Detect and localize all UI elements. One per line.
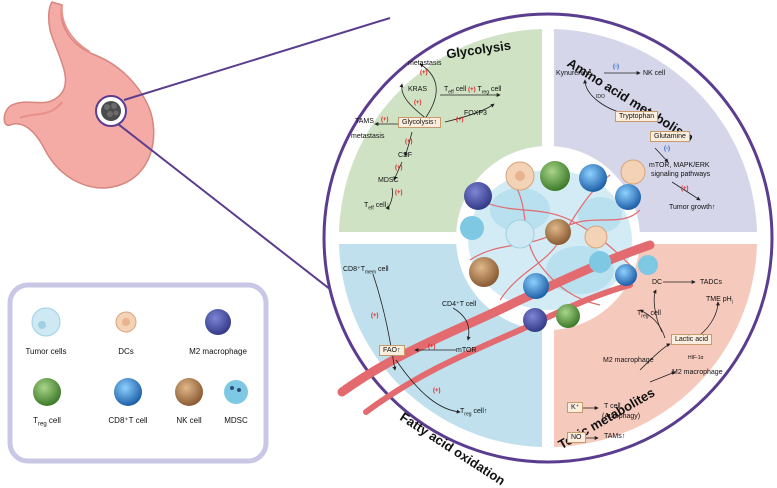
- figure-canvas: [3, 1, 774, 464]
- plus-sign: (+): [405, 139, 413, 145]
- signaling-label: signaling pathways: [651, 171, 711, 178]
- m2-macrophage-label-1: M2 macrophage: [603, 357, 654, 364]
- legend-label-mdsc: MDSC: [224, 416, 248, 425]
- plus-sign: (+): [395, 165, 403, 171]
- tumor-cell: [505, 219, 535, 249]
- glycolysis-box: Glycolysis↑: [398, 117, 442, 128]
- m2-macrophage-label-2: M2 macrophage: [672, 369, 723, 376]
- amino-quadrant: [554, 29, 757, 232]
- toxic-quadrant: [554, 244, 757, 447]
- mtor-label: mTOR: [456, 347, 477, 354]
- stomach-illustration: [3, 1, 155, 189]
- tryptophan-box: Tryptophan: [615, 111, 659, 122]
- csf-label: CSF: [398, 152, 412, 159]
- cd8-t-cell: [523, 273, 549, 299]
- mdsc-label: MDSC: [378, 177, 399, 184]
- nk-cell-label: NK cell: [643, 70, 666, 77]
- dc-cell: [584, 225, 608, 249]
- treg-cell: [540, 161, 570, 191]
- legend-box: [7, 282, 269, 464]
- legend-label-dcs: DCs: [118, 347, 134, 356]
- treg-cell: [556, 304, 580, 328]
- dc-label: DC: [652, 279, 663, 286]
- fatty-arrows: [372, 273, 471, 414]
- teff-bottom-label: Teff cell↓: [364, 202, 390, 212]
- glycolysis-arrows: [374, 63, 501, 210]
- zoom-line-top: [123, 17, 391, 101]
- legend-label-tumor-cells: Tumor cells: [25, 347, 67, 356]
- tumor-growth-label: Tumor growth↑: [669, 204, 716, 211]
- plus-sign: (+): [456, 117, 464, 123]
- teff-treg-label: Teff cell (+) Treg cell: [444, 86, 502, 96]
- kynurenine-label: Kynurenine: [556, 70, 592, 77]
- mdsc-cell: [460, 216, 484, 240]
- k-ion-box: K⁺: [567, 402, 584, 413]
- nk-cell: [469, 257, 499, 287]
- treg-label: Treg cell↑: [460, 408, 488, 418]
- legend-label-nk-cell: NK cell: [176, 416, 202, 425]
- plus-sign: (+): [681, 186, 689, 192]
- fatty-quadrant: [339, 244, 542, 447]
- minus-sign: (-): [664, 146, 670, 152]
- tumor-microenvironment: [337, 146, 658, 415]
- mdsc-cell: [589, 251, 611, 273]
- cd8-t-cell: [579, 164, 607, 192]
- lactic-acid-box: Lactic acid: [671, 334, 713, 345]
- glycolysis-metastasis-top: metastasis: [408, 60, 442, 67]
- plus-sign: (+): [428, 344, 436, 350]
- glutamine-box: Glutamine: [650, 131, 690, 142]
- legend-label-cd8-t-cell: CD8⁺T cell: [108, 416, 148, 425]
- ido-label: IDO: [596, 94, 605, 100]
- mdsc-cell: [638, 255, 658, 275]
- plus-sign: (+): [371, 313, 379, 319]
- tumor-site-icon: [95, 95, 127, 127]
- hif-label: HIF-1α: [688, 355, 704, 361]
- tadcs-label: TADCs: [700, 279, 723, 286]
- plus-sign: (+): [433, 388, 441, 394]
- legend-label-treg: Treg cell: [33, 416, 61, 428]
- macrophage-cell: [464, 182, 492, 210]
- plus-sign: (+): [395, 190, 403, 196]
- t-cell-autophagy-label-2: (Autophagy): [602, 413, 641, 420]
- tme-ph-label: TME pHi: [706, 296, 733, 306]
- fao-box: FAO↑: [379, 345, 405, 356]
- tams-label: TAMS: [355, 118, 374, 125]
- nk-cell: [545, 219, 571, 245]
- glycolysis-metastasis-left: metastasis: [351, 133, 385, 140]
- cd8-tmem-label: CD8⁺Tmem cell: [343, 266, 389, 276]
- plus-sign: (+): [414, 100, 422, 106]
- cd8-t-cell: [615, 184, 641, 210]
- legend-label-m2-macrophage: M2 macrophage: [189, 347, 247, 356]
- no-box: NO: [567, 432, 586, 443]
- t-cell-autophagy-label-1: T cell: [604, 403, 621, 410]
- toxic-treg-label: Treg cell: [637, 310, 661, 320]
- minus-sign: (-): [613, 64, 619, 70]
- foxp3-label: FOXP3: [464, 110, 487, 117]
- tams-increase-label: TAMs↑: [604, 433, 626, 440]
- plus-sign: (+): [381, 117, 389, 123]
- mtor-mapk-label: mTOR, MAPK/ERK: [649, 162, 710, 169]
- macrophage-cell: [523, 308, 547, 332]
- kras-label: KRAS: [408, 86, 428, 93]
- dc-cell: [620, 159, 646, 185]
- legend-icons: [31, 307, 248, 406]
- glycolysis-quadrant: [339, 29, 542, 232]
- cd8-t-cell: [615, 264, 637, 286]
- plus-sign: (+): [420, 70, 428, 76]
- cd4-t-cell-label: CD4⁺T cell: [442, 301, 477, 308]
